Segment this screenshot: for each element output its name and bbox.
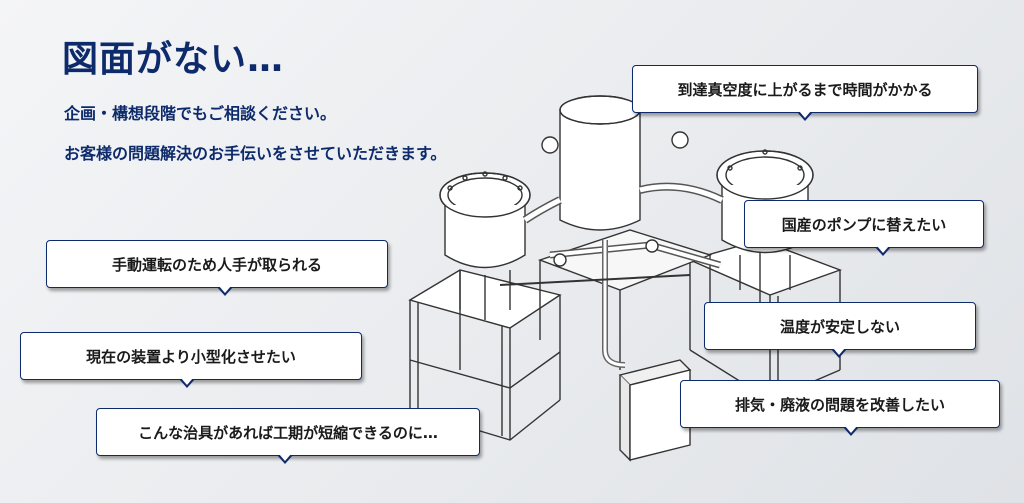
- page-title: 図面がない…: [62, 39, 285, 80]
- bubble-pointer: [843, 426, 859, 436]
- bubble-jig: こんな治具があれば工期が短縮できるのに…: [96, 408, 480, 464]
- bubble-exhaust: 排気・廃液の問題を改善したい: [680, 380, 1000, 436]
- bubble-pointer: [217, 286, 233, 296]
- bubble-pointer: [179, 378, 195, 388]
- left-tank: [439, 171, 531, 320]
- bubble-exhaust-text: 排気・廃液の問題を改善したい: [734, 395, 945, 414]
- bubble-miniaturize-text: 現在の装置より小型化させたい: [86, 347, 296, 366]
- bubble-manual-operation: 手動運転のため人手が取られる: [46, 240, 388, 296]
- bubble-vacuum-time-text: 到達真空度に上がるまで時間がかかる: [677, 80, 933, 99]
- bubble-pointer: [875, 246, 891, 256]
- piping: [499, 131, 724, 368]
- bubble-pointer: [831, 348, 847, 358]
- bubble-pointer: [277, 454, 293, 464]
- bubble-pointer: [797, 111, 813, 121]
- bubble-jig-text: こんな治具があれば工期が短縮できるのに…: [138, 423, 438, 442]
- bubble-temperature-text: 温度が安定しない: [779, 317, 900, 336]
- bubble-temperature: 温度が安定しない: [704, 302, 976, 358]
- lead-text-line-2: お客様の問題解決のお手伝いをさせていただきます。: [64, 144, 447, 163]
- bubble-domestic-pump-text: 国産のポンプに替えたい: [781, 215, 947, 234]
- central-vessel: [559, 95, 641, 231]
- control-box: [618, 359, 692, 462]
- bubble-manual-operation-text: 手動運転のため人手が取られる: [111, 255, 322, 274]
- bubble-miniaturize: 現在の装置より小型化させたい: [20, 332, 362, 388]
- bubble-vacuum-time: 到達真空度に上がるまで時間がかかる: [632, 65, 978, 121]
- vacuum-unit-illustration: [408, 95, 843, 462]
- bubble-domestic-pump: 国産のポンプに替えたい: [744, 200, 984, 256]
- lead-text-line-1: 企画・構想段階でもご相談ください。: [64, 104, 337, 123]
